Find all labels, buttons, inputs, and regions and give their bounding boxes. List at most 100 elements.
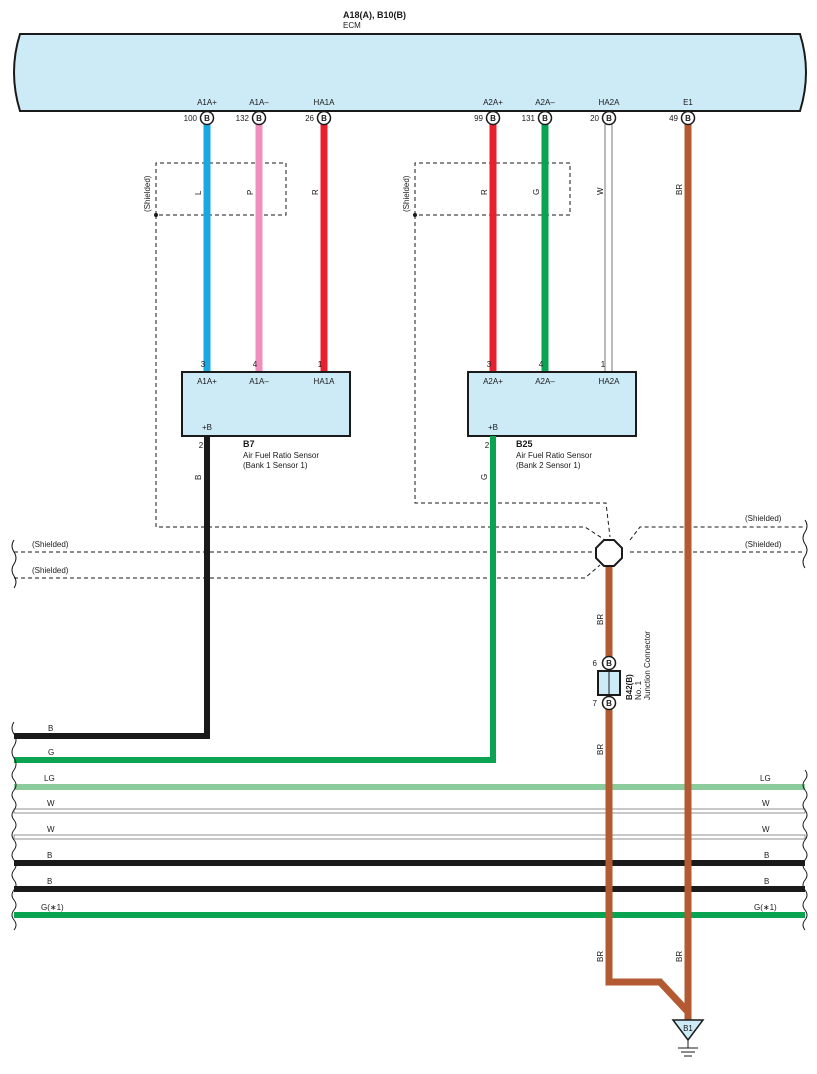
wire-color-label: R [480, 189, 489, 195]
ecm-terminal-label: HA2A [599, 98, 621, 107]
sensor-pin-number: 1 [601, 360, 606, 369]
junction-pin-number: 6 [593, 659, 598, 668]
wire-color-label: BR [596, 951, 605, 962]
sensor-plus-b-label: +B [202, 423, 212, 432]
ecm-terminal: B 20 [590, 110, 617, 126]
harness-lines [13, 784, 806, 918]
wire-color-label: G [532, 189, 541, 195]
harness-label: G(∗1) [41, 903, 64, 912]
connector-letter: B [321, 114, 327, 123]
connector-letter: B [256, 114, 262, 123]
connector-letter: B [685, 114, 691, 123]
wire-white [604, 123, 613, 373]
ecm-terminal: B 131 [522, 110, 553, 126]
ecm-terminal-label: E1 [683, 98, 693, 107]
ecm-name: ECM [343, 21, 361, 30]
ecm-pin-number: 49 [669, 114, 678, 123]
harness-label: B [47, 851, 52, 860]
ecm-code: A18(A), B10(B) [343, 10, 406, 20]
harness-label: W [47, 799, 55, 808]
wire-color-label: BR [675, 184, 684, 195]
ground-label: B1 [683, 1024, 693, 1033]
wires-sensor1 [203, 124, 328, 372]
connector-letter: B [490, 114, 496, 123]
ecm-terminal-label: A2A+ [483, 98, 503, 107]
sensor1-block: 3 4 1 A1A+ A1A– HA1A +B 2 B7 Air Fuel Ra… [181, 360, 351, 470]
wire-color-label: W [596, 187, 605, 195]
sensor-pin-label: A2A– [535, 377, 555, 386]
harness-label: B [47, 877, 52, 886]
ecm-terminal-label: HA1A [314, 98, 336, 107]
wire-color-label: R [311, 189, 320, 195]
junction-connector: 6 7 B42(B) No. 1 Junction Connector [593, 631, 652, 708]
harness-labels: B G LG LG W W W W B B B B G(∗1) G(∗1) [41, 724, 777, 912]
shielded-labels: (Shielded) (Shielded) (Shielded) (Shield… [32, 175, 782, 575]
shielded-label: (Shielded) [745, 540, 782, 549]
sensor-pin-number: 2 [485, 441, 490, 450]
junction-name-2: Junction Connector [643, 631, 652, 700]
wire-color-labels: L P R R G W BR B G BR BR BR BR [194, 184, 684, 962]
ecm-terminal-labels: A1A+ A1A– HA1A A2A+ A2A– HA2A E1 [197, 98, 693, 107]
ecm-terminal-label: A1A+ [197, 98, 217, 107]
sensor2-code: B25 [516, 439, 533, 449]
shield-joint [595, 539, 623, 567]
junction-name-1: No. 1 [634, 680, 643, 700]
wire-color-label: BR [596, 614, 605, 625]
junction-terminals: B B [601, 655, 617, 711]
harness-label: W [47, 825, 55, 834]
ecm-terminal: B 132 [236, 110, 267, 126]
sensor-pin-label: A1A– [249, 377, 269, 386]
harness-label: G [48, 748, 54, 757]
ecm-terminal: B 26 [305, 110, 332, 126]
wire-color-label: P [246, 190, 255, 195]
shielded-label: (Shielded) [143, 175, 152, 212]
wire-color-label: B [194, 475, 203, 480]
ground-symbol: B1 [671, 1019, 705, 1057]
sensor-pin-number: 3 [201, 360, 206, 369]
sensor-pin-label: A2A+ [483, 377, 503, 386]
junction-code: B42(B) [625, 674, 634, 700]
connector-letter: B [542, 114, 548, 123]
ecm-pin-number: 20 [590, 114, 599, 123]
sensor1-name: Air Fuel Ratio Sensor [243, 451, 319, 460]
shield-lines [14, 162, 805, 579]
wire-white [13, 834, 806, 840]
sensor2-block: 3 4 1 A2A+ A2A– HA2A +B 2 B25 Air Fuel R… [467, 360, 637, 470]
wire-color-label: BR [675, 951, 684, 962]
right-break-marks [802, 519, 808, 931]
sensor-pin-number: 4 [539, 360, 544, 369]
ecm-terminal: B 99 [474, 110, 501, 126]
connector-letter: B [606, 659, 612, 668]
harness-label: W [762, 799, 770, 808]
ecm-block: A18(A), B10(B) ECM [13, 10, 807, 112]
harness-label: B [48, 724, 53, 733]
sensor1-sub: (Bank 1 Sensor 1) [243, 461, 308, 470]
sensor1-code: B7 [243, 439, 255, 449]
ecm-pin-number: 131 [522, 114, 536, 123]
sensor-pin-label: HA2A [599, 377, 621, 386]
sensor-pin-number: 3 [487, 360, 492, 369]
harness-label: G(∗1) [754, 903, 777, 912]
shield-junction-dot [413, 213, 417, 217]
shielded-label: (Shielded) [32, 540, 69, 549]
wire-black-plus-b [14, 436, 210, 739]
sensor-pin-number: 4 [253, 360, 258, 369]
shielded-label: (Shielded) [32, 566, 69, 575]
wire-white [13, 808, 806, 814]
ecm-pin-number: 132 [236, 114, 250, 123]
shielded-label: (Shielded) [745, 514, 782, 523]
harness-label: W [762, 825, 770, 834]
shield-junction-dot [154, 213, 158, 217]
shielded-label: (Shielded) [402, 175, 411, 212]
sensor-pin-label: HA1A [314, 377, 336, 386]
harness-label: B [764, 877, 769, 886]
ecm-terminal: B 100 [184, 110, 215, 126]
ecm-terminal-label: A2A– [535, 98, 555, 107]
ecm-terminals: B 100 B 132 B 26 B 99 B 131 B 20 [184, 110, 696, 126]
harness-label: LG [760, 774, 771, 783]
ecm-pin-number: 99 [474, 114, 483, 123]
ecm-pin-number: 100 [184, 114, 198, 123]
connector-letter: B [204, 114, 210, 123]
wire-color-label: BR [596, 744, 605, 755]
